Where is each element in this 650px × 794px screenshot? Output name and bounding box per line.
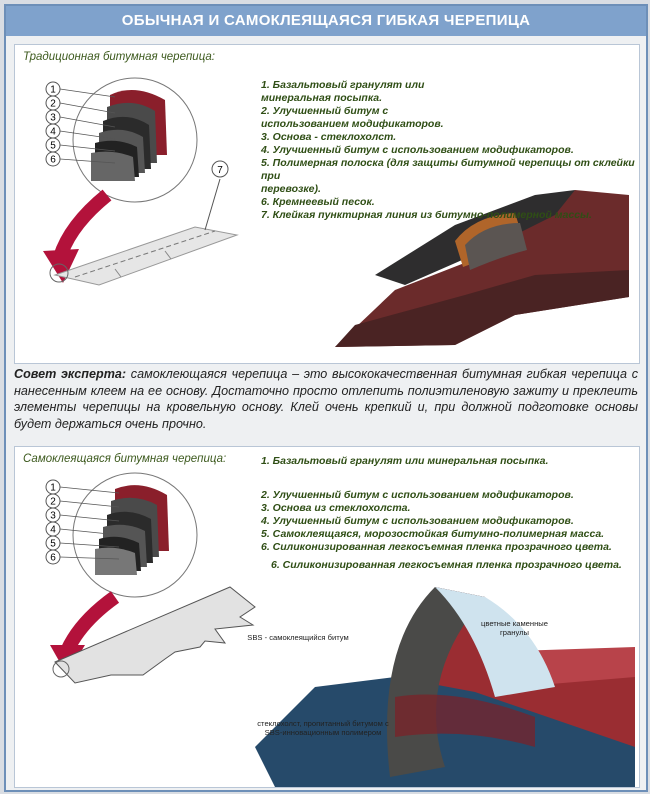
marker-leader-line [59, 500, 120, 508]
marker-leader-line [59, 528, 120, 536]
section2-legend-last: 6. Силиконизированная легкосъемная пленк… [271, 559, 622, 571]
legend-line: использованием модификаторов. [261, 118, 444, 130]
callout-fiberglass: стеклохолст, пропитанный битумом с SBS-и… [257, 719, 389, 737]
marker-group-2: 1 2 3 4 5 6 [45, 479, 120, 565]
marker-group-1: 1 2 3 4 5 6 [45, 81, 116, 167]
marker-label-5: 5 [50, 539, 56, 550]
self-adhesive-shingle-panel: Самоклеящаяся битумная черепица: 1 2 3 4 5 6 [14, 446, 640, 788]
section2-legend: 2. Улучшенный битум с использованием мод… [261, 489, 612, 554]
marker-label-3: 3 [50, 511, 56, 522]
marker-7-label: 7 [217, 165, 223, 176]
section1-heading: Традиционная битумная черепица: [23, 51, 215, 63]
section2-legend-first: 1. Базальтовый гранулят или минеральная … [261, 455, 549, 467]
marker-leader-line [59, 144, 116, 152]
tip-label: Совет эксперта: [14, 367, 127, 381]
layer-stack-2 [95, 485, 169, 575]
legend-line: 2. Улучшенный битум с [261, 105, 389, 117]
marker-leader-line [59, 486, 120, 494]
traditional-shingle-panel: Традиционная битумная черепица: 1 2 3 4 5 6 [14, 44, 640, 364]
marker-label-6: 6 [50, 553, 56, 564]
legend-line: 4. Улучшенный битум с использованием мод… [261, 515, 574, 527]
marker-circle [45, 549, 61, 565]
callout-sbs: SBS - самоклеящийся битум [247, 633, 349, 642]
section2-heading: Самоклеящаяся битумная черепица: [23, 453, 227, 465]
legend-line: перевозке). [261, 183, 321, 195]
marker-leader-line [59, 130, 116, 140]
expert-tip: Совет эксперта: самоклеющаяся черепица –… [14, 366, 638, 442]
tip-text: самоклеющаяся черепица – это высококачес… [14, 367, 639, 431]
legend-line: 1. Базальтовый гранулят или [261, 79, 425, 91]
marker-label-4: 4 [50, 525, 56, 536]
marker-label-4: 4 [50, 127, 56, 138]
page-title: ОБЫЧНАЯ И САМОКЛЕЯЩАЯСЯ ГИБКАЯ ЧЕРЕПИЦА [6, 6, 646, 36]
legend-line: 3. Основа - стеклохолст. [261, 131, 397, 143]
legend-line: 6. Силиконизированная легкосъемная пленк… [261, 541, 612, 553]
legend-line: 6. Кремнеевый песок. [261, 196, 375, 208]
marker-circle [45, 151, 61, 167]
infographic-frame: ОБЫЧНАЯ И САМОКЛЕЯЩАЯСЯ ГИБКАЯ ЧЕРЕПИЦА … [4, 4, 648, 792]
marker-leader-line [59, 88, 116, 98]
self-adhesive-shingle-illustration: 1 2 3 4 5 6 [45, 472, 635, 787]
marker-leader-line [59, 102, 116, 114]
legend-line: 5. Полимерная полоска (для защиты битумн… [261, 157, 635, 182]
marker-label-3: 3 [50, 113, 56, 124]
legend-line: 2. Улучшенный битум с использованием мод… [261, 489, 574, 501]
layer-stack-1 [91, 90, 167, 181]
legend-line: 3. Основа из стеклохолста. [261, 502, 411, 514]
legend-line: 7. Клейкая пунктирная линия из битумно-п… [261, 209, 592, 221]
marker-leader-line [59, 556, 120, 560]
traditional-shingle-illustration: 1 2 3 4 5 6 7 [43, 77, 629, 347]
legend-line: минеральная посыпка. [261, 92, 383, 104]
marker-leader-line [59, 116, 116, 128]
marker-leader-line [59, 158, 116, 164]
marker-label-1: 1 [50, 483, 56, 494]
marker-leader-line [59, 542, 120, 548]
legend-line: 4. Улучшенный битум с использованием мод… [261, 144, 574, 156]
marker-label-2: 2 [50, 497, 56, 508]
marker-label-6: 6 [50, 155, 56, 166]
marker-label-2: 2 [50, 99, 56, 110]
callout-granules: цветные каменные гранулы [481, 619, 548, 637]
marker-label-5: 5 [50, 141, 56, 152]
legend-line: 5. Самоклеящаяся, морозостойкая битумно-… [261, 528, 605, 540]
marker-leader-line [59, 514, 120, 522]
section1-legend: 1. Базальтовый гранулят или минеральная … [261, 79, 639, 222]
marker-label-1: 1 [50, 85, 56, 96]
